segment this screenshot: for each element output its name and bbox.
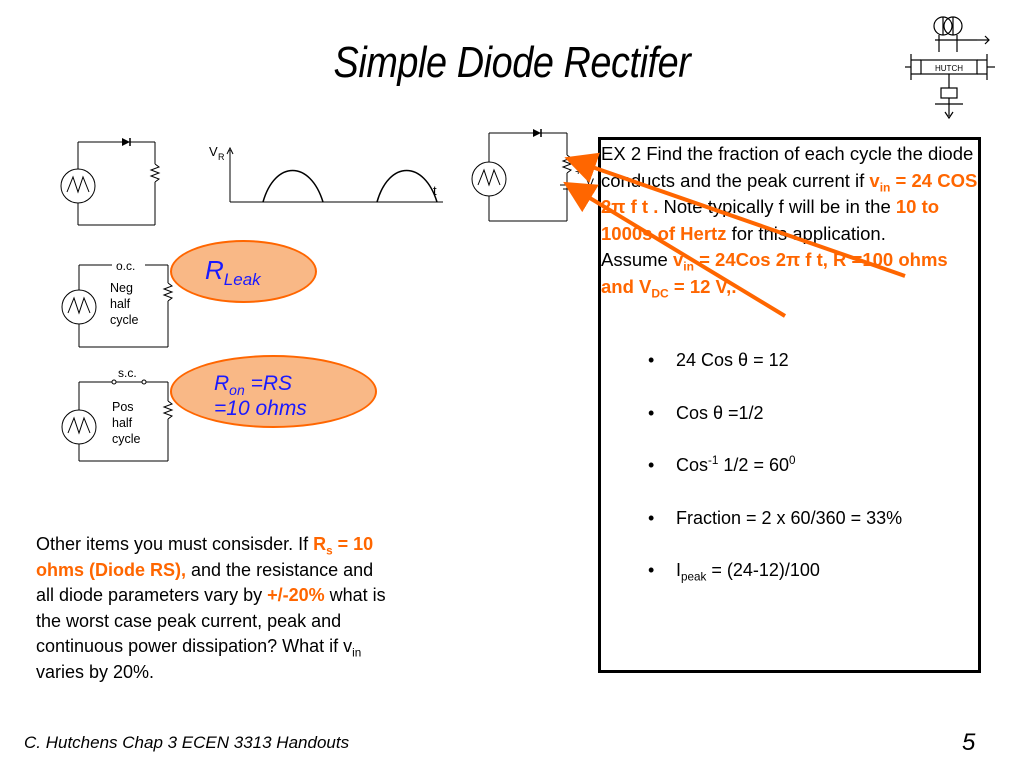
neg-label-1: Neg: [110, 281, 133, 295]
pos-half-cycle-circuit: s.c. Pos half cycle: [61, 366, 174, 462]
bullet-3: •Cos-1 1/2 = 600: [648, 454, 796, 475]
sc-label: s.c.: [118, 366, 137, 380]
hutch-logo: HUTCH: [905, 16, 995, 120]
pos-label-3: cycle: [112, 432, 141, 446]
solution-bullets: •24 Cos θ = 12 •Cos θ =1/2 •Cos-1 1/2 = …: [648, 350, 902, 613]
neg-half-cycle-circuit: o.c. Neg half cycle: [61, 259, 174, 348]
half-wave-waveform: V R t: [209, 144, 443, 203]
pos-label-2: half: [112, 416, 133, 430]
slide-title: Simple Diode Rectifer: [333, 38, 691, 87]
rectifier-output-circuit: + - V: [471, 129, 594, 222]
logo-text: HUTCH: [935, 64, 963, 73]
other-items-text: Other items you must consisder. If Rs = …: [36, 534, 386, 682]
bullet-2: •Cos θ =1/2: [648, 402, 764, 423]
example-text: EX 2 Find the fraction of each cycle the…: [601, 141, 979, 300]
pos-label-1: Pos: [112, 400, 134, 414]
page-number: 5: [962, 729, 976, 756]
bullet-5: •Ipeak = (24-12)/100: [648, 560, 820, 584]
ron-line2: =10 ohms: [214, 397, 307, 420]
waveform-y-sub: R: [218, 152, 225, 162]
ron-sub: on: [229, 382, 245, 399]
ron-eq: =RS: [244, 372, 293, 395]
footer-text: C. Hutchens Chap 3 ECEN 3313 Handouts: [24, 733, 350, 752]
example-paragraph-2: Assume vin = 24Cos 2π f t, R =100 ohms a…: [601, 249, 948, 301]
example-paragraph-1: EX 2 Find the fraction of each cycle the…: [601, 143, 978, 244]
neg-label-3: cycle: [110, 313, 139, 327]
rleak-sub: Leak: [223, 270, 261, 290]
output-v-label: V: [586, 176, 594, 190]
output-minus: -: [575, 191, 579, 203]
example-box: [598, 137, 981, 673]
output-plus: +: [575, 166, 581, 178]
waveform-x-label: t: [433, 183, 437, 198]
rleak-ellipse: RLeak: [170, 240, 317, 303]
waveform-y-label: V: [209, 144, 218, 159]
ron-ellipse: Ron =RS =10 ohms: [170, 355, 377, 428]
ron-r: R: [214, 372, 230, 395]
oc-label: o.c.: [116, 259, 135, 273]
neg-label-2: half: [110, 297, 131, 311]
rleak-r: R: [205, 255, 224, 285]
rectifier-circuit-diagram: [60, 138, 161, 226]
bullet-1: •24 Cos θ = 12: [648, 350, 789, 370]
bullet-4: •Fraction = 2 x 60/360 = 33%: [648, 507, 903, 528]
